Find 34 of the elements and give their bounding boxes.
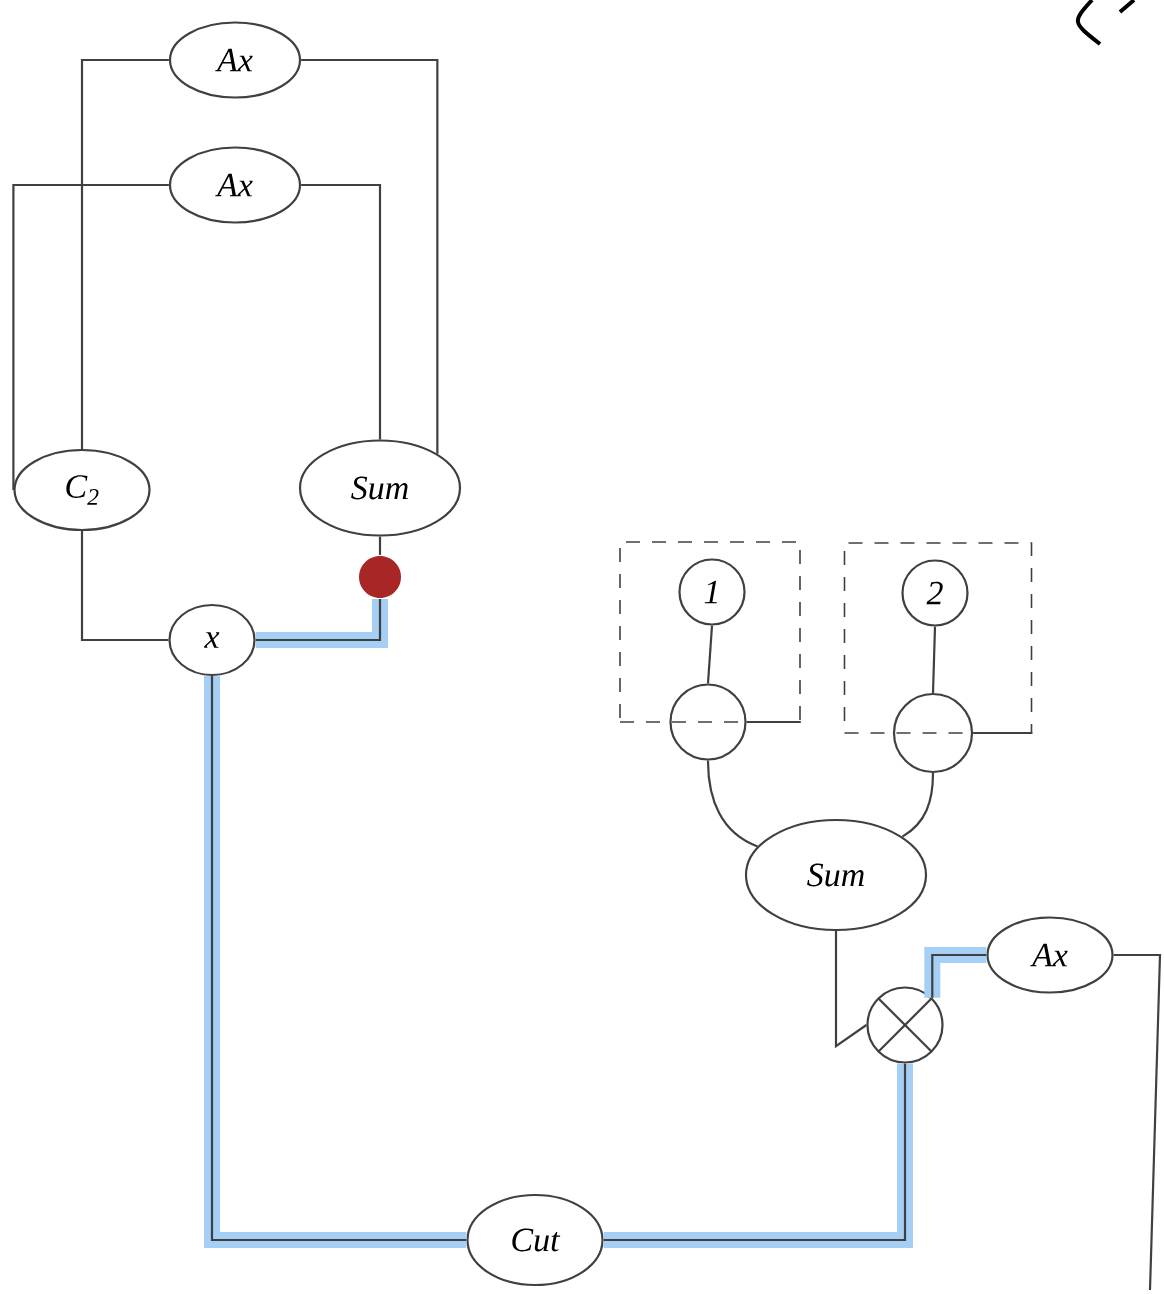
multiply-node xyxy=(866,986,944,1064)
dot-marker xyxy=(359,556,401,598)
circle-node: 2 xyxy=(901,559,969,627)
connector-line xyxy=(924,947,987,998)
connector-line xyxy=(834,931,868,1049)
circle-node xyxy=(892,692,974,774)
connector-line xyxy=(301,58,439,454)
connector-line xyxy=(603,1063,913,1248)
dashed-box xyxy=(619,541,801,723)
connector-line xyxy=(12,183,169,490)
connector-line xyxy=(706,760,758,848)
circle-node: 1 xyxy=(678,558,746,626)
connector-line xyxy=(746,720,801,724)
ellipse-node: x xyxy=(168,603,256,677)
connector-line xyxy=(378,536,382,555)
connector-line xyxy=(301,183,382,440)
ellipse-node: C$_{2}$ xyxy=(13,448,151,532)
ellipse-node: Ax xyxy=(986,916,1114,994)
ellipse-node: Ax xyxy=(168,146,302,224)
dashed-box xyxy=(843,542,1033,734)
connector-line xyxy=(80,531,169,642)
connector-line xyxy=(973,731,1033,735)
connector-line xyxy=(931,626,937,693)
connector-line xyxy=(1113,953,1162,1291)
connector-line xyxy=(706,625,714,684)
ellipse-node: Ax xyxy=(168,21,302,99)
connector-line xyxy=(255,599,388,648)
ellipse-node: Cut xyxy=(466,1193,604,1287)
connector-line xyxy=(204,676,467,1248)
ellipse-node: Sum xyxy=(298,439,462,537)
circle-node xyxy=(669,683,747,761)
connector-line xyxy=(80,58,169,449)
connector-line xyxy=(901,773,935,838)
ellipse-node: Sum xyxy=(744,818,928,932)
